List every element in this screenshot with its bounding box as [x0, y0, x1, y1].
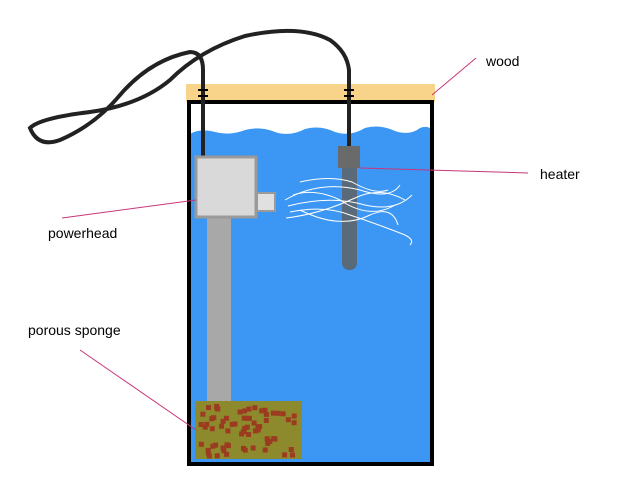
sponge-pore [220, 418, 226, 424]
sponge-pore [263, 418, 269, 423]
sponge-pore [246, 432, 252, 437]
sponge-pore [255, 427, 261, 433]
sponge-pore [251, 420, 257, 426]
heater-cap [338, 146, 360, 168]
sponge-pore [214, 404, 220, 409]
wood-plank [186, 84, 435, 102]
sponge-pore [237, 409, 243, 415]
sponge-pore [209, 426, 215, 432]
power-cables [27, 28, 351, 160]
sponge-pore [270, 410, 276, 416]
tank-outline [187, 100, 434, 466]
sponge-pore [198, 441, 204, 447]
sponge-pore [285, 417, 291, 423]
sponge-pore [206, 405, 211, 411]
sponge-pores [198, 404, 297, 459]
sponge-pore [244, 424, 250, 430]
sponge-pore [242, 447, 248, 453]
sponge-pore [224, 442, 230, 448]
sponge-pore [210, 443, 216, 449]
sponge-pore [211, 415, 217, 421]
sponge-pore [206, 453, 212, 459]
powerhead-pipe [207, 215, 231, 403]
sponge-pore [264, 436, 270, 442]
sponge-pore [262, 407, 268, 413]
sponge-pore [263, 411, 269, 417]
sponge-pore [223, 415, 229, 421]
heater [338, 146, 360, 270]
sponge-pore [275, 410, 281, 416]
sponge-pore [205, 450, 211, 456]
sponge-pore [213, 442, 219, 448]
sponge-pore [220, 445, 226, 451]
sponge-pore [221, 448, 227, 454]
heater-tube [342, 158, 357, 270]
sponge-pore [242, 426, 248, 431]
sponge-pore [244, 415, 250, 421]
sponge-pore [282, 452, 288, 458]
sponge-pore [240, 428, 246, 434]
sponge-pore [219, 423, 225, 429]
sponge-pore [252, 405, 258, 411]
label-heater: heater [540, 166, 580, 182]
sponge-pore [242, 408, 248, 414]
sponge-pore [291, 413, 297, 419]
sponge-pore [232, 421, 238, 427]
cable-clips [198, 89, 354, 97]
sponge-pore [291, 420, 297, 426]
sponge-pore [229, 421, 235, 427]
powerhead-nozzle [256, 192, 276, 212]
sponge-pore [262, 447, 268, 453]
sponge-pore [204, 421, 210, 427]
sponge-pore [239, 431, 245, 437]
water-flow-lines [284, 178, 413, 246]
sponge-pore [202, 424, 208, 430]
sponge-pore [214, 453, 220, 459]
sponge-pore [280, 411, 286, 417]
sponge-pore [250, 445, 256, 451]
sponge-pore [267, 438, 273, 444]
sponge-pore [288, 447, 294, 452]
powerhead-body [194, 155, 258, 219]
sponge-pore [271, 436, 277, 441]
sponge-pore [290, 452, 295, 458]
label-powerhead: powerhead [48, 225, 117, 241]
sponge-pore [200, 411, 206, 417]
leader-lines [61, 57, 529, 431]
sponge-pore [246, 415, 252, 421]
sponge-pore [225, 428, 231, 434]
sponge-pore [246, 406, 252, 412]
sponge-pore [224, 451, 230, 457]
label-wood: wood [485, 53, 519, 69]
sponge-pore [259, 408, 265, 414]
label-porous-sponge: porous sponge [28, 322, 121, 338]
sponge-pore [198, 422, 204, 427]
